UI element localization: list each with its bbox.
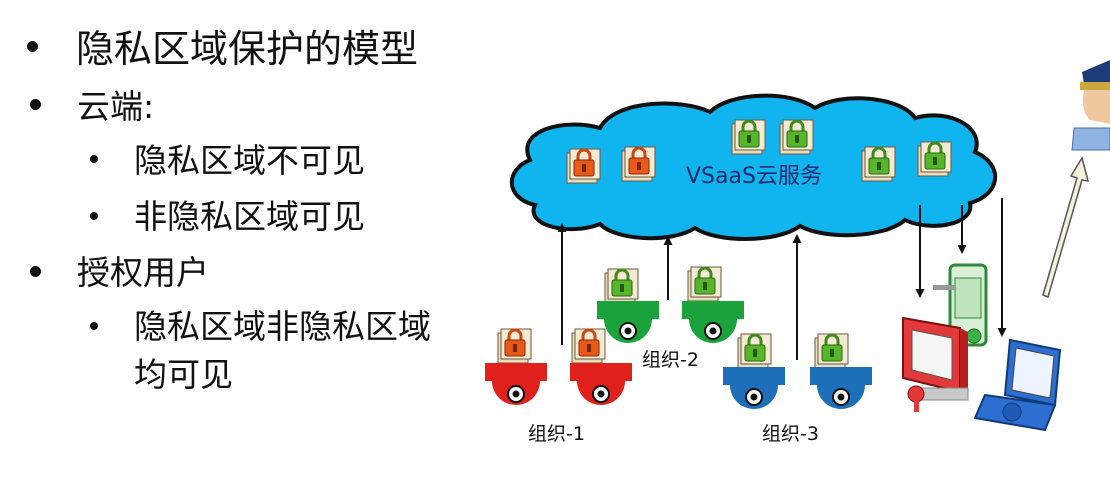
bullet-cloud: 云端:: [77, 87, 155, 126]
camera-org2-b: [682, 265, 744, 343]
lock-green-icon: [916, 140, 953, 178]
desktop-icon: [902, 316, 969, 412]
subbullet-dot-2: [90, 212, 98, 220]
slide-title: 隐私区域保护的模型: [76, 27, 419, 71]
bullet-dot-title: [27, 41, 38, 52]
bullet-authorized-user: 授权用户: [77, 253, 209, 292]
camera-org1-a: [485, 327, 547, 405]
cloud-shape: [509, 93, 997, 241]
group-label-org1: 组织-1: [528, 423, 585, 445]
camera-org2-a: [597, 267, 659, 343]
cloud-label: VSaaS云服务: [686, 164, 822, 189]
subbullet-all-visible-1: 隐私区域非隐私区域: [134, 307, 431, 346]
subbullet-dot-1: [90, 155, 98, 163]
guard-icon: [1071, 60, 1110, 151]
subbullet-all-visible-2: 均可见: [134, 355, 233, 394]
subbullet-private-invisible: 隐私区域不可见: [134, 141, 365, 180]
lock-green-icon: [730, 118, 767, 156]
bullet-dot-auth: [30, 266, 41, 277]
lock-green-icon: [860, 145, 897, 183]
hollow-arrow: [1042, 156, 1090, 299]
lock-red-icon: [565, 147, 602, 185]
lock-red-icon: [620, 145, 657, 183]
subbullet-public-visible: 非隐私区域可见: [134, 197, 365, 236]
bullet-dot-cloud: [30, 99, 41, 110]
camera-org3-a: [723, 332, 785, 409]
group-label-org3: 组织-3: [762, 423, 819, 445]
laptop-icon: [973, 338, 1062, 432]
camera-org3-b: [810, 332, 872, 409]
group-label-org2: 组织-2: [642, 349, 699, 371]
camera-org1-b: [570, 327, 632, 405]
subbullet-dot-3: [90, 322, 98, 330]
lock-green-icon: [778, 118, 815, 156]
